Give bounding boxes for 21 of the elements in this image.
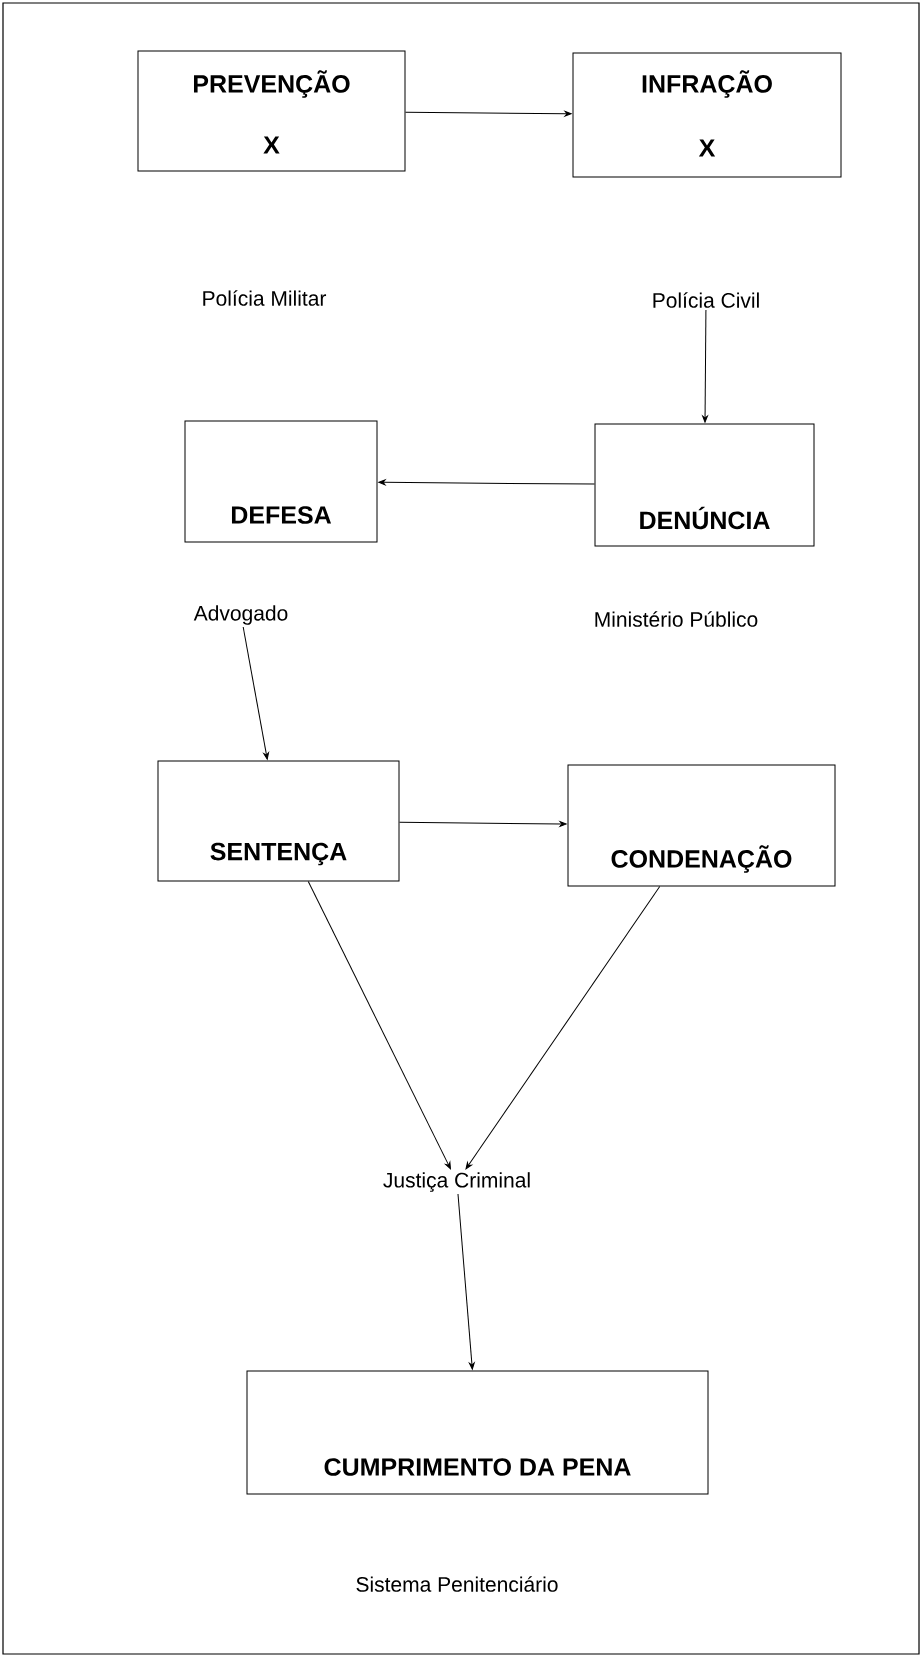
role-label: Ministério Público (595, 611, 758, 627)
process-box: DENÚNCIA (594, 423, 815, 547)
arrow (702, 309, 708, 423)
text-label: Justiça Criminal (383, 1172, 530, 1192)
process-box: DEFESA (184, 420, 378, 543)
process-box: CUMPRIMENTO DA PENA (246, 1370, 709, 1495)
arrow (242, 626, 269, 760)
process-box: PREVENÇÃO X (137, 50, 406, 172)
arrow (399, 821, 567, 827)
text-label: Polícia Civil (653, 292, 759, 308)
role-label: Polícia Militar (203, 290, 327, 306)
process-box: INFRAÇÃO X (572, 52, 842, 178)
process-box: CONDENAÇÃO (567, 764, 836, 887)
arrow (378, 479, 595, 486)
arrow (465, 886, 661, 1170)
arrow (457, 1193, 475, 1370)
arrow (307, 881, 451, 1170)
arrow (405, 110, 572, 117)
role-label: Sistema Penitenciário (356, 1576, 558, 1592)
role-label: Advogado (193, 605, 288, 625)
process-box: SENTENÇA (157, 760, 400, 882)
